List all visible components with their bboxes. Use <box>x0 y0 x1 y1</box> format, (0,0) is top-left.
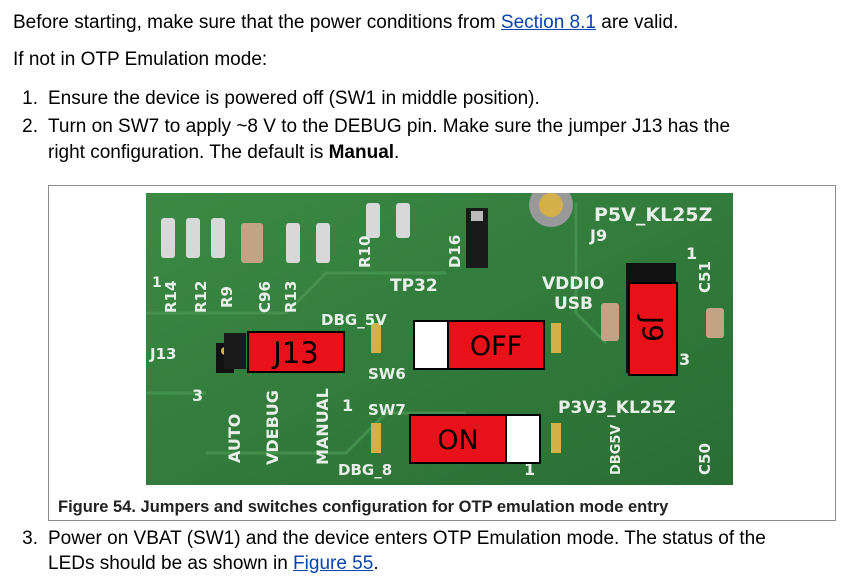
list-item-text: Turn on SW7 to apply ~8 V to the DEBUG p… <box>48 116 731 137</box>
silk-c50: C50 <box>696 443 714 475</box>
silk-r14: R14 <box>162 281 180 313</box>
silk-num3-right: 3 <box>679 350 690 369</box>
condition-text: If not in OTP Emulation mode: <box>13 49 268 70</box>
list-number: 3. <box>22 528 38 549</box>
silk-num1-mid: 1 <box>342 396 353 415</box>
silk-sw6: SW6 <box>368 365 406 383</box>
list-number: 1. <box>22 88 38 109</box>
silk-j9-small: J9 <box>589 226 607 245</box>
silk-p3v3: P3V3_KL25Z <box>558 398 676 418</box>
list-number: 2. <box>22 116 38 137</box>
silk-r9: R9 <box>218 286 236 308</box>
silk-sw7: SW7 <box>368 401 406 419</box>
silk-num1-bottom: 1 <box>524 460 535 479</box>
silk-dbg5v: DBG_5V <box>321 311 387 329</box>
j9-label-box <box>628 282 678 376</box>
j13-label-box <box>247 331 345 373</box>
silk-vdebug: VDEBUG <box>263 390 282 465</box>
silk-num3-left: 3 <box>192 386 203 405</box>
silk-c51: C51 <box>696 261 714 293</box>
sw7-slider <box>505 414 541 464</box>
list-item-text: Power on VBAT (SW1) and the device enter… <box>48 528 766 549</box>
silk-dbg5v-side: DBG5V <box>609 425 624 475</box>
list-item-text: right configuration. The default is <box>48 142 329 163</box>
list-item-text: . <box>373 553 379 574</box>
intro-text: Before starting, make sure that the powe… <box>13 12 501 33</box>
list-item-text: LEDs should be as shown in <box>48 553 294 574</box>
j13-header <box>224 333 246 369</box>
list-item-continuation: right configuration. The default is Manu… <box>48 141 399 165</box>
list-item-text: Ensure the device is powered off (SW1 in… <box>48 88 540 109</box>
silk-r13: R13 <box>282 281 300 313</box>
j9-label: J9 <box>636 314 669 342</box>
silk-j13-small: J13 <box>149 345 176 363</box>
on-label: ON <box>437 425 478 456</box>
silk-r12: R12 <box>192 281 210 313</box>
silk-tp32: TP32 <box>390 276 438 296</box>
silk-num1-right: 1 <box>686 244 697 263</box>
silk-num1-left: 1 <box>152 275 162 291</box>
section-8-1-link[interactable]: Section 8.1 <box>500 12 596 33</box>
sw6-slider <box>413 320 449 370</box>
list-item-continuation: LEDs should be as shown in Figure 55. <box>48 552 379 576</box>
bold-manual: Manual <box>328 142 395 163</box>
silk-dbg8: DBG_8 <box>338 461 392 479</box>
silk-usb: USB <box>554 294 593 314</box>
figure-55-link[interactable]: Figure 55 <box>293 553 374 574</box>
silk-c96: C96 <box>256 281 274 313</box>
board-photo: P5V_KL25Z J9 VDDIO USB TP32 DBG_5V SW6 S… <box>146 193 733 485</box>
figure-caption: Figure 54. Jumpers and switches configur… <box>58 498 669 516</box>
silk-auto: AUTO <box>225 414 244 463</box>
intro-paragraph: Before starting, make sure that the powe… <box>13 11 678 35</box>
silk-p5v: P5V_KL25Z <box>594 204 712 226</box>
list-item-text: . <box>394 142 400 163</box>
off-label: OFF <box>470 331 522 362</box>
silk-r10: R10 <box>356 236 374 268</box>
silk-vddio: VDDIO <box>542 274 604 294</box>
silk-d16: D16 <box>446 235 464 268</box>
figure-frame <box>48 185 836 521</box>
silk-manual: MANUAL <box>313 388 332 465</box>
j13-label: J13 <box>271 336 318 370</box>
intro-text-end: are valid. <box>595 12 679 33</box>
pcb-traces <box>146 203 608 455</box>
